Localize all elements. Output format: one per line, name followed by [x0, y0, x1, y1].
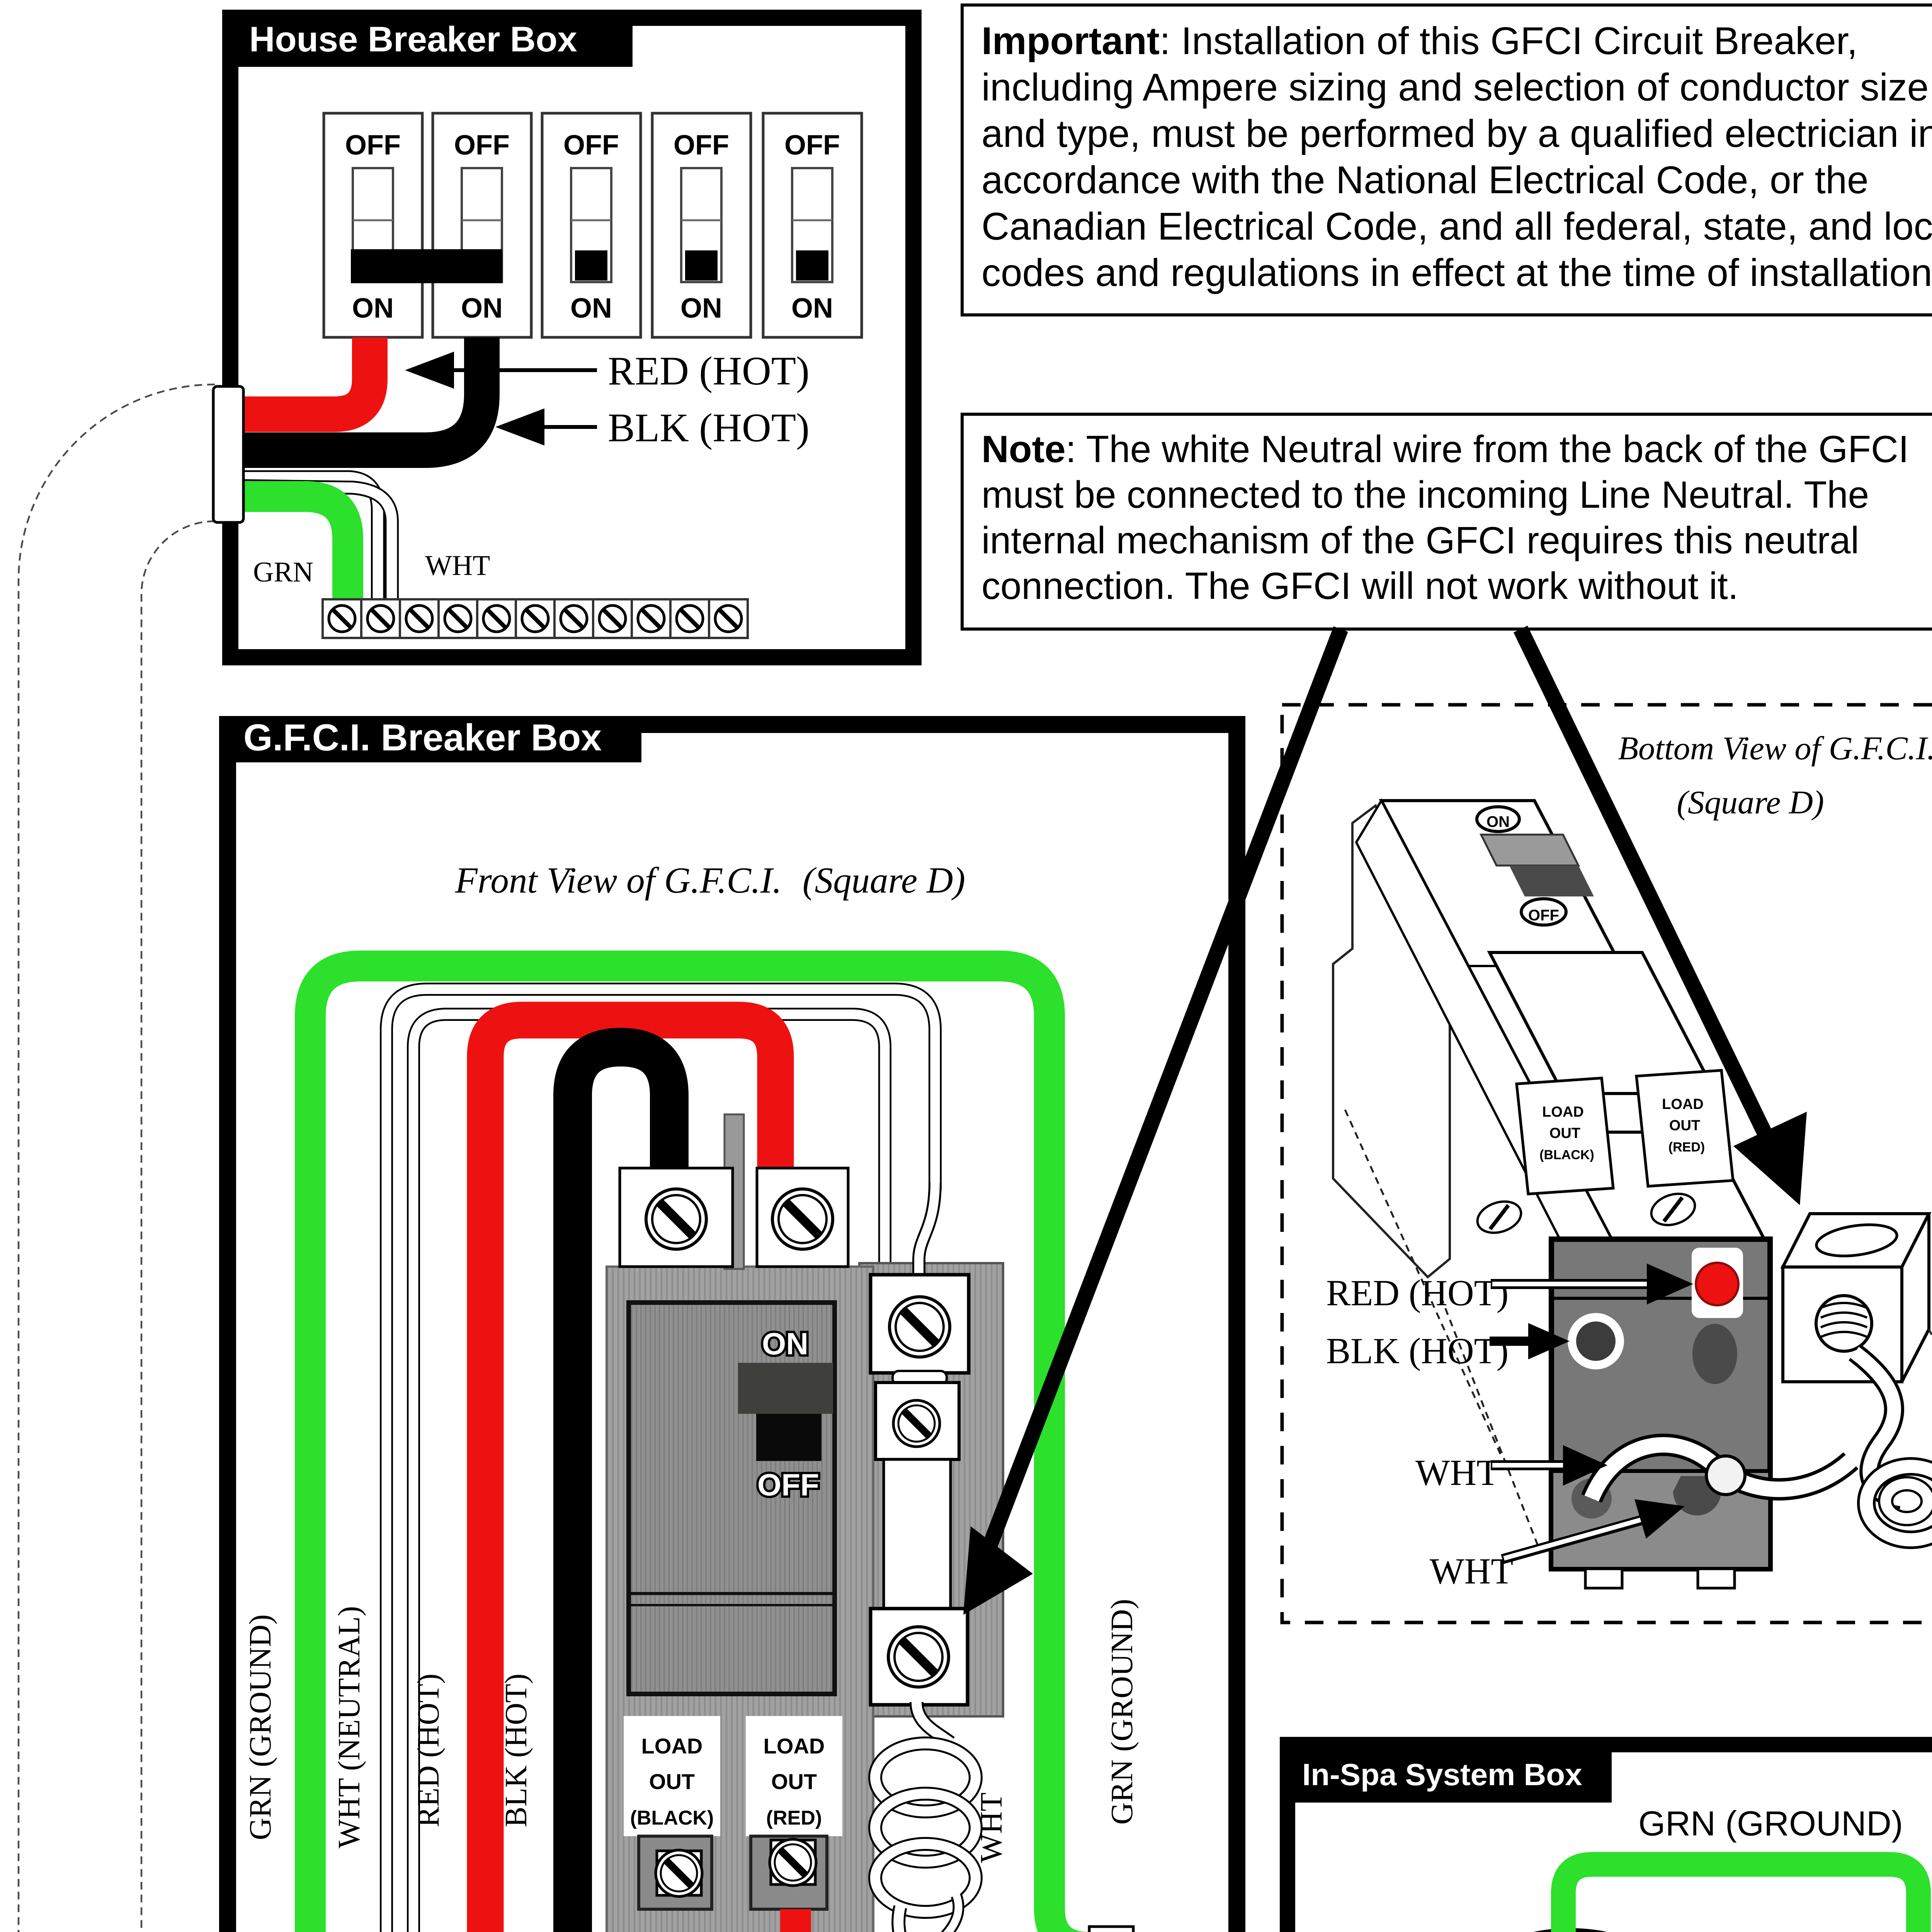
svg-text:RED (HOT): RED (HOT) [412, 1673, 446, 1827]
svg-text:GRN: GRN [253, 556, 313, 588]
svg-text:WHT: WHT [1430, 1551, 1513, 1592]
svg-text:OFF: OFF [757, 1468, 819, 1502]
svg-text:OUT: OUT [649, 1769, 695, 1794]
svg-text:OFF: OFF [563, 130, 619, 161]
svg-text:RED (HOT): RED (HOT) [1326, 1272, 1509, 1313]
svg-text:accordance with the National E: accordance with the National Electrical … [981, 158, 1869, 202]
svg-text:House Breaker Box: House Breaker Box [249, 20, 577, 59]
svg-text:and type, must be performed by: and type, must be performed by a qualifi… [981, 112, 1932, 155]
svg-text:ON: ON [762, 1327, 808, 1361]
svg-text:GRN (GROUND): GRN (GROUND) [1105, 1599, 1139, 1825]
svg-text:BLK (HOT): BLK (HOT) [1326, 1330, 1509, 1371]
svg-text:OFF: OFF [784, 130, 840, 161]
svg-text:OUT: OUT [1669, 1117, 1700, 1134]
svg-text:WHT: WHT [1415, 1452, 1499, 1493]
svg-text:(BLACK): (BLACK) [1539, 1148, 1594, 1162]
svg-text:ON: ON [791, 293, 833, 324]
svg-text:BLK (HOT): BLK (HOT) [608, 405, 810, 450]
svg-text:GRN (GROUND): GRN (GROUND) [1638, 1804, 1903, 1843]
svg-text:GRN (GROUND): GRN (GROUND) [243, 1614, 277, 1840]
svg-text:connection. The GFCI will not: connection. The GFCI will not work witho… [981, 565, 1738, 607]
svg-text:In-Spa System Box: In-Spa System Box [1302, 1757, 1582, 1792]
svg-text:(BLACK): (BLACK) [630, 1807, 714, 1829]
svg-text:WHT: WHT [425, 550, 490, 582]
svg-text:LOAD: LOAD [764, 1734, 825, 1758]
svg-text:OFF: OFF [1528, 907, 1559, 924]
svg-text:OUT: OUT [771, 1769, 817, 1794]
svg-text:ON: ON [352, 293, 394, 324]
svg-text:(Square D): (Square D) [1677, 784, 1824, 821]
svg-text:must be connected to the incom: must be connected to the incoming Line N… [981, 473, 1869, 516]
svg-text:(RED): (RED) [1668, 1140, 1705, 1155]
svg-text:OFF: OFF [673, 130, 729, 161]
svg-text:OFF: OFF [345, 130, 401, 161]
svg-text:internal mechanism of the GFCI: internal mechanism of the GFCI requires … [981, 519, 1859, 561]
svg-text:WHT: WHT [975, 1793, 1009, 1863]
svg-text:ON: ON [461, 293, 503, 324]
svg-text:LOAD: LOAD [1662, 1096, 1704, 1112]
svg-text:ON: ON [680, 293, 722, 324]
svg-text:BLK (HOT): BLK (HOT) [499, 1673, 533, 1827]
svg-text:RED (HOT): RED (HOT) [608, 348, 810, 393]
svg-text:Canadian Electrical Code, and: Canadian Electrical Code, and all federa… [981, 205, 1932, 248]
svg-text:Front View of G.F.C.I. (Square: Front View of G.F.C.I. (Square D) [455, 860, 965, 901]
svg-text:codes and regulations in effec: codes and regulations in effect at the t… [981, 251, 1932, 294]
svg-text:ON: ON [1486, 813, 1510, 830]
svg-text:OUT: OUT [1549, 1125, 1580, 1141]
svg-text:Important: Installation of thi: Important: Installation of this GFCI Cir… [981, 19, 1857, 63]
svg-text:WHT (NEUTRAL): WHT (NEUTRAL) [332, 1606, 366, 1848]
svg-text:Note: The white Neutral wire f: Note: The white Neutral wire from the ba… [981, 428, 1909, 470]
svg-text:(RED): (RED) [766, 1807, 822, 1829]
svg-text:ON: ON [570, 293, 612, 324]
svg-text:Bottom View of G.F.C.I.: Bottom View of G.F.C.I. [1618, 730, 1932, 767]
svg-text:LOAD: LOAD [641, 1734, 703, 1758]
svg-text:including Ampere sizing and se: including Ampere sizing and selection of… [981, 66, 1929, 109]
svg-text:LOAD: LOAD [1542, 1104, 1584, 1120]
svg-text:G.F.C.I. Breaker Box: G.F.C.I. Breaker Box [243, 716, 602, 759]
svg-text:OFF: OFF [454, 130, 510, 161]
